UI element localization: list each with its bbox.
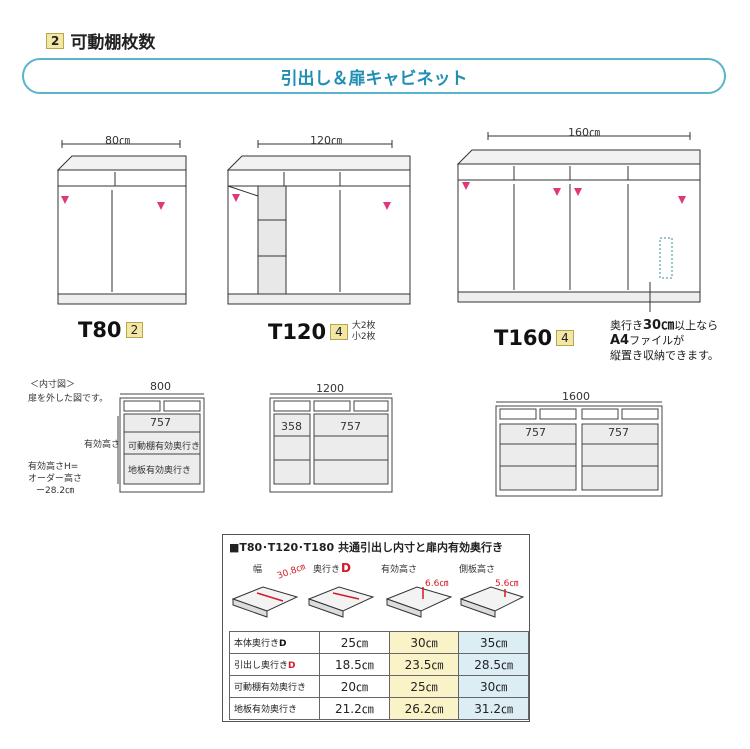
a4-note-file: ファイルが bbox=[629, 334, 685, 347]
model-name: T80 bbox=[78, 318, 122, 342]
icon-label-height: 有効高さ bbox=[381, 565, 418, 575]
cell-35: 35㎝ bbox=[458, 631, 529, 654]
inner-drawer-757d: 757 bbox=[608, 426, 629, 439]
row-label-text: 本体奥行き bbox=[234, 639, 280, 649]
table-row: 本体奥行きD 25㎝ 30㎝ 35㎝ bbox=[228, 631, 529, 654]
row-label-d: D bbox=[279, 639, 287, 649]
icon-label-side: 側板高さ bbox=[459, 565, 496, 575]
model-t120: T120 4 大2枚 小2枚 bbox=[268, 320, 376, 344]
model-name: T120 bbox=[268, 320, 327, 344]
a4-note-depth-value: 30㎝ bbox=[643, 318, 675, 333]
cabinet-width-t80: 80㎝ bbox=[105, 134, 130, 147]
inner-diagrams bbox=[117, 393, 663, 497]
shelf-badge: 4 bbox=[330, 324, 348, 340]
inner-drawer-757: 757 bbox=[150, 416, 171, 429]
cell-25b: 25㎝ bbox=[388, 675, 460, 698]
inner-drawer-757b: 757 bbox=[340, 420, 361, 433]
a4-note-depth: 奥行き bbox=[610, 319, 643, 332]
inner-width-1200: 1200 bbox=[316, 382, 344, 395]
drawer-icons: 幅 30.8㎝ 奥行き D 有効高さ 6.6㎝ 側板高さ 5.6㎝ bbox=[223, 559, 529, 623]
spec-title: ■T80･T120･T180 共通引出し内寸と扉内有効奥行き bbox=[229, 541, 503, 554]
cabinet-width-t120: 120㎝ bbox=[310, 134, 342, 147]
shelf-note: 大2枚 小2枚 bbox=[352, 321, 376, 343]
section-title: 可動棚枚数 bbox=[70, 33, 156, 53]
icon-label-depth: 奥行き bbox=[313, 565, 341, 575]
row-label-text: 引出し奥行き bbox=[234, 661, 289, 671]
cell-23-5: 23.5㎝ bbox=[388, 653, 460, 676]
cell-18-5: 18.5㎝ bbox=[319, 653, 390, 676]
shelf-note-small: 小2枚 bbox=[351, 332, 376, 342]
label-minus-value: ー28.2㎝ bbox=[36, 486, 75, 496]
row-label-text: 可動棚有効奥行き bbox=[234, 683, 307, 693]
a4-note-vertical: 縦置き収納できます。 bbox=[610, 349, 719, 362]
banner-title: 引出し＆扉キャビネット bbox=[280, 68, 468, 89]
table-row: 可動棚有効奥行き 20㎝ 25㎝ 30㎝ bbox=[228, 675, 529, 698]
row-label: 本体奥行きD bbox=[228, 631, 321, 654]
shelf-note-large: 大2枚 bbox=[351, 321, 376, 331]
cabinet-illustrations bbox=[56, 132, 701, 312]
inner-diagram-subtitle: 扉を外した図です。 bbox=[28, 394, 109, 404]
cell-21-2: 21.2㎝ bbox=[319, 697, 390, 720]
category-banner: 引出し＆扉キャビネット bbox=[22, 58, 726, 94]
row-label-d: D bbox=[288, 661, 296, 671]
label-effective-height-eq: 有効高さH= bbox=[28, 462, 79, 472]
cell-30: 30㎝ bbox=[388, 631, 460, 654]
icon-label-width: 幅 bbox=[253, 565, 263, 575]
inner-drawer-757c: 757 bbox=[525, 426, 546, 439]
row-label: 引出し奥行きD bbox=[228, 653, 321, 676]
cell-28-5: 28.5㎝ bbox=[458, 653, 529, 676]
inner-diagram-title: ＜内寸図＞ bbox=[30, 380, 76, 390]
row-label-text: 地板有効奥行き bbox=[234, 705, 298, 715]
drawer-icon-art bbox=[231, 586, 525, 618]
cell-20: 20㎝ bbox=[319, 675, 390, 698]
a4-note: 奥行き30㎝以上なら A4ファイルが 縦置き収納できます。 bbox=[610, 318, 719, 363]
row-label: 地板有効奥行き bbox=[228, 697, 321, 720]
table-row: 地板有効奥行き 21.2㎝ 26.2㎝ 31.2㎝ bbox=[228, 697, 529, 720]
row-label: 可動棚有効奥行き bbox=[228, 675, 321, 698]
spec-panel: ■T80･T120･T180 共通引出し内寸と扉内有効奥行き 幅 30.8㎝ 奥… bbox=[222, 534, 530, 722]
inner-width-1600: 1600 bbox=[562, 390, 590, 403]
label-effective-height: 有効高さH bbox=[84, 440, 127, 450]
model-t80: T80 2 bbox=[78, 318, 144, 342]
cell-26-2: 26.2㎝ bbox=[388, 697, 460, 720]
shelf-count-badge: 2 bbox=[46, 32, 65, 49]
cell-25: 25㎝ bbox=[319, 631, 390, 654]
shelf-badge: 4 bbox=[556, 330, 574, 346]
cabinet-width-t160: 160㎝ bbox=[568, 126, 600, 139]
inner-drawer-358: 358 bbox=[281, 420, 302, 433]
icon-depth-d: D bbox=[341, 561, 351, 575]
inner-shelf-depth-label: 可動棚有効奥行き bbox=[128, 442, 201, 452]
icon-dim-side: 5.6㎝ bbox=[495, 579, 519, 589]
section-header: 2 可動棚枚数 bbox=[46, 28, 155, 53]
table-row: 引出し奥行きD 18.5㎝ 23.5㎝ 28.5㎝ bbox=[228, 653, 529, 676]
icon-dim-height: 6.6㎝ bbox=[425, 579, 449, 589]
shelf-badge: 2 bbox=[125, 322, 144, 338]
spec-table: 本体奥行きD 25㎝ 30㎝ 35㎝ 引出し奥行きD 18.5㎝ 23.5㎝ 2… bbox=[228, 631, 529, 720]
a4-note-condition: 以上なら bbox=[674, 319, 719, 332]
model-name: T160 bbox=[494, 326, 553, 350]
cell-30b: 30㎝ bbox=[458, 675, 529, 698]
inner-width-800: 800 bbox=[150, 380, 171, 393]
label-order-height: オーダー高さ bbox=[28, 474, 83, 484]
inner-floor-depth-label: 地板有効奥行き bbox=[128, 466, 192, 476]
cell-31-2: 31.2㎝ bbox=[458, 697, 529, 720]
model-t160: T160 4 bbox=[494, 326, 574, 350]
a4-note-size: A4 bbox=[610, 333, 630, 348]
